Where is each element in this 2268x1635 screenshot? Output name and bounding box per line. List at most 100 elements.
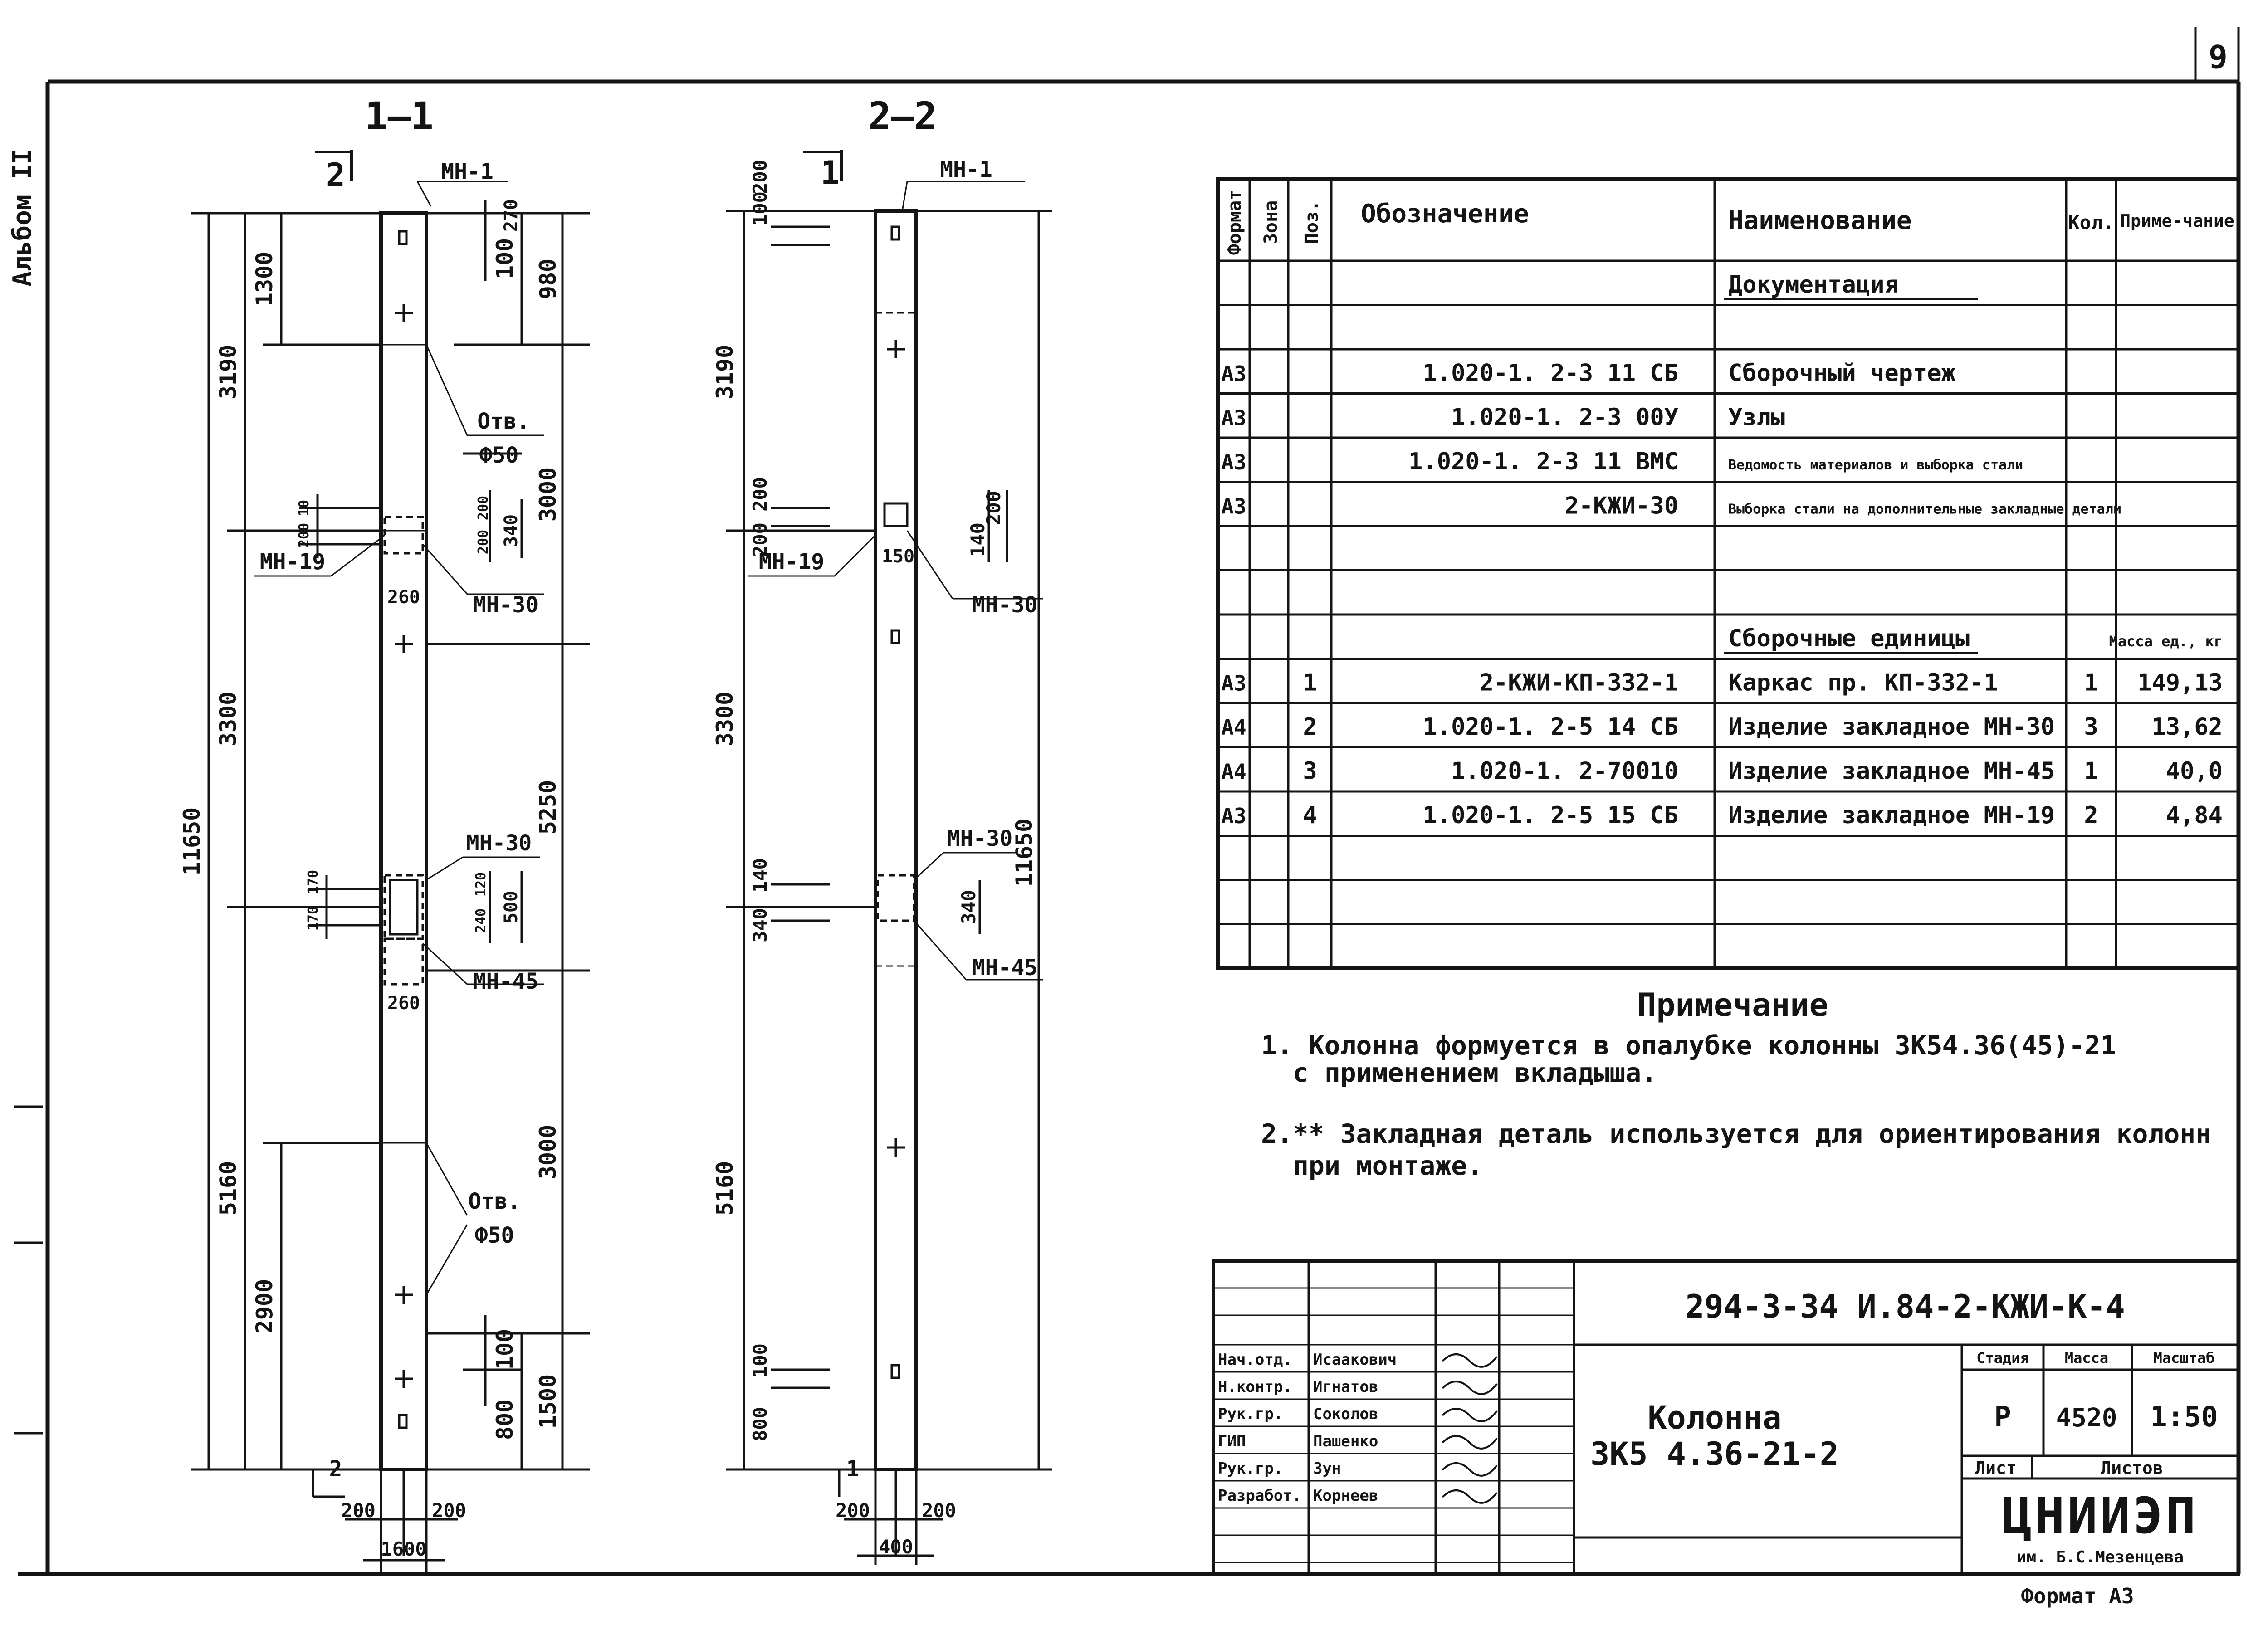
sheet-format: Формат А3: [2021, 1584, 2134, 1608]
spec-header-format: Формат: [1224, 190, 1245, 255]
section-2-embedded-mn19: [883, 502, 909, 527]
spec-cell-name: Изделие закладное МН-19: [1728, 802, 2055, 829]
signature: [1442, 1489, 1498, 1504]
spec-table-columns: [1248, 179, 2117, 968]
section-1-column-body: [379, 211, 428, 1471]
spec-cell-designation: 1.020-1. 2-3 00У: [1451, 404, 1678, 431]
section-2-label-mn45: МН-45: [972, 955, 1038, 981]
section-2-dim-l3: 3190: [712, 345, 738, 399]
section-1-label-mn30-a: МН-30: [473, 592, 539, 618]
section-1-bottom-dim-b: 200: [432, 1499, 466, 1522]
title-block-sheet-label: Лист: [1975, 1458, 2017, 1478]
section-2-dim-l7: 140: [749, 858, 771, 893]
section-2-dim-r2: 140: [967, 522, 989, 557]
spec-cell-position: 1: [1303, 669, 1317, 697]
title-block-role: ГИП: [1218, 1432, 1246, 1450]
section-1-bottom-mark: 2: [329, 1456, 342, 1482]
title-block-person-name: Пашенко: [1313, 1432, 1378, 1450]
section-1-dim-r7: 340: [501, 514, 522, 547]
section-2-top-label: МН-1: [940, 157, 992, 182]
embedded-part-mn19: [383, 516, 424, 555]
section-2-label-mn19: МН-19: [759, 549, 825, 575]
note-2-line-2: при монтаже.: [1293, 1150, 1483, 1181]
spec-cell-name: Документация: [1728, 271, 1899, 298]
section-2-dim-r3: 150: [882, 546, 914, 567]
section-1-label-mn19: МН-19: [260, 549, 326, 575]
section-1-label-diameter-2: Ф50: [475, 1223, 514, 1248]
spec-cell-position: 3: [1303, 758, 1317, 785]
section-2-dim-l8: 340: [749, 908, 771, 942]
section-1-label-mn45: МН-45: [473, 969, 539, 994]
section-2-dim-l11: 800: [749, 1407, 771, 1441]
spec-table-row-lines: [1218, 259, 2239, 925]
spec-cell-name: Каркас пр. КП-332-1: [1728, 669, 1998, 697]
section-1-dim-r15: 1500: [535, 1374, 561, 1429]
section-1-dim-c: 5160: [215, 1161, 241, 1215]
spec-cell-position: 4: [1303, 802, 1317, 829]
title-block-object-mark: 3К5 4.36-21-2: [1590, 1435, 1839, 1473]
title-block-person-name: Корнеев: [1313, 1487, 1378, 1505]
spec-cell-note: 149,13: [2137, 669, 2223, 697]
section-2-hole-marks: [887, 225, 905, 1379]
spec-cell-designation: 1.020-1. 2-5 14 СБ: [1422, 713, 1678, 741]
spec-header-name: Наименование: [1728, 206, 1912, 235]
title-block-role: Рук.гр.: [1218, 1405, 1283, 1423]
section-1-label-hole-2: Отв.: [468, 1189, 521, 1214]
section-2-dim-l4: 200: [749, 477, 771, 512]
spec-cell-name: Сборочные единицы: [1728, 625, 1970, 652]
section-2-dim-l10: 100: [749, 1343, 771, 1378]
title-block-org-logo: ЦНИИЭП: [2002, 1487, 2198, 1545]
spec-table: Формат Зона Поз. Обозначение Наименовани…: [1216, 177, 2240, 970]
spec-cell-name: Ведомость материалов и выборка стали: [1728, 457, 2023, 473]
title-block-mass-label: Масса: [2065, 1349, 2108, 1367]
section-1-dim-lines-left: [191, 212, 381, 1471]
spec-cell-qty: 1: [2084, 758, 2098, 785]
spec-cell-qty: 2: [2084, 802, 2098, 829]
title-block-mass: 4520: [2056, 1403, 2117, 1433]
section-1-dim-r13: 100: [492, 1329, 518, 1370]
section-2-bottom-dim-a: 200: [836, 1499, 870, 1522]
section-2-label-mn30-a: МН-30: [972, 592, 1038, 618]
spec-cell-format: А3: [1221, 406, 1246, 430]
section-2-dim-r1: 200: [982, 491, 1005, 525]
title-block-people: Нач.отд.ИсааковичН.контр.ИгнатовРук.гр.С…: [1218, 1351, 1498, 1505]
embedded-part-mn45: [383, 937, 424, 986]
section-1-title: 1—1: [365, 94, 434, 138]
section-1-dim-r9: 120: [473, 872, 489, 897]
section-1-inner-dim-b: 260: [387, 993, 420, 1014]
section-2-cut-mark: 1: [821, 154, 840, 191]
section-1-label-diameter: Ф50: [479, 443, 519, 468]
sheet-frame: 9 Альбом II: [8, 27, 2241, 1576]
spec-cell-position: 2: [1303, 713, 1317, 741]
section-2-title: 2—2: [868, 94, 937, 138]
section-1-bottom-dims: [312, 1469, 458, 1574]
section-1-dim-lines-right: [426, 200, 590, 1471]
section-2-dim-r4: 340: [958, 890, 980, 924]
section-1-top-label: МН-1: [441, 159, 494, 185]
section-2-dim-l2: 200: [749, 160, 771, 194]
section-2-column-body: [874, 209, 918, 1471]
spec-cell-note: 40,0: [2166, 758, 2223, 785]
section-1-dim-a: 3190: [215, 345, 241, 399]
title-block-person-name: Исаакович: [1313, 1351, 1397, 1369]
title-block-stage-label: Стадия: [1976, 1349, 2029, 1367]
embedded-part-mn30: [383, 874, 424, 940]
spec-cell-note: Масса ед., кг: [2109, 633, 2223, 650]
section-2-label-mn30-b: МН-30: [947, 826, 1013, 851]
section-2-bottom-dim-b: 200: [922, 1499, 956, 1522]
section-2-dim-lines: [726, 210, 1052, 1471]
section-1-dim-d: 1300: [251, 252, 278, 306]
section-1-dim-r6: 200: [475, 530, 491, 554]
section-1-bottom-dim-c: 1600: [381, 1538, 426, 1560]
title-block-scale-label: Масштаб: [2154, 1349, 2215, 1367]
spec-header-position: Поз.: [1301, 200, 1322, 244]
section-1-inner-dim-a: 260: [387, 587, 420, 608]
spec-cell-format: А3: [1221, 361, 1246, 386]
signature: [1442, 1435, 1498, 1450]
title-block-stage: Р: [1994, 1400, 2011, 1433]
title-block-object-name: Колонна: [1647, 1399, 1781, 1436]
spec-cell-qty: 1: [2084, 669, 2098, 697]
section-1-1: 1—1 2 МН-1: [179, 94, 590, 1574]
section-2-dim-l9: 5160: [712, 1161, 738, 1215]
section-1-dim-r5: 200: [475, 496, 491, 520]
